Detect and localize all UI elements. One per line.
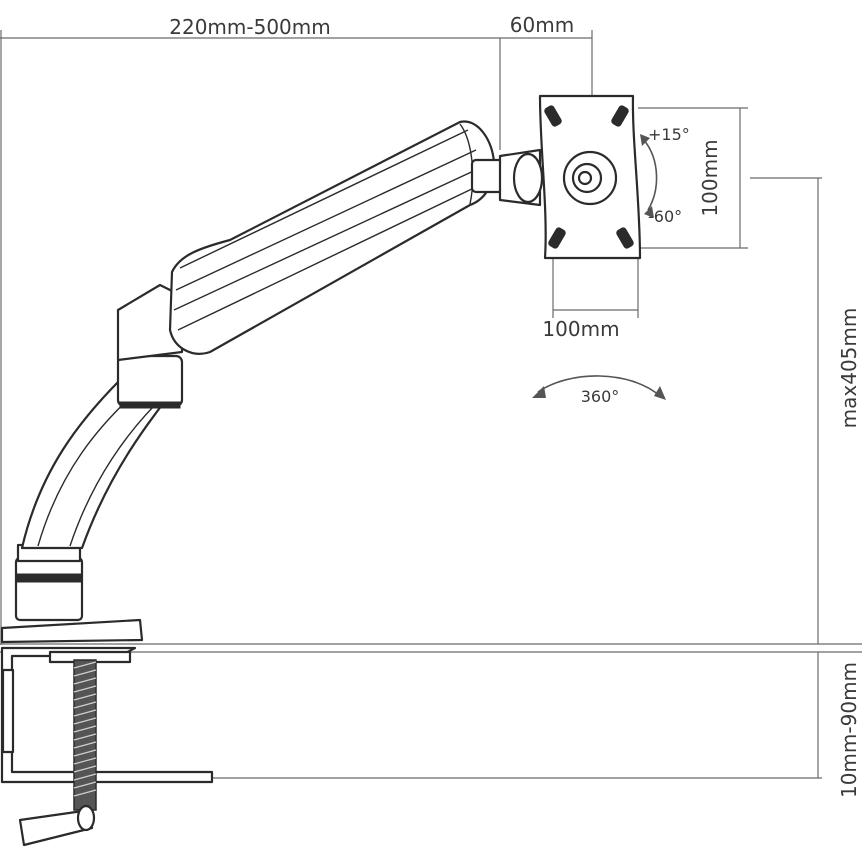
arm-end-cap [459,123,474,205]
clamp-side-plate [1,668,15,754]
arm-base [0,543,144,644]
max-height-label: max405mm [837,308,861,429]
arm-line-1 [179,129,469,269]
tilt-knuckle [512,152,544,204]
gas-spring-arm [168,120,496,355]
offset-label: 60mm [510,13,574,37]
screw-thread [73,661,97,797]
rotation-label: 360° [581,387,620,406]
rotation-arrow-head-left [532,386,546,398]
rotation-arrow-head-right [654,386,666,400]
vesa-hub-inner [577,170,593,186]
arm-line-4 [177,185,479,331]
elbow-joint [116,354,184,408]
desk-clamp [0,646,214,847]
clamp-frame [0,646,214,784]
tilt-arrow [643,139,658,211]
rotation-arrow [537,375,661,397]
reach-label: 220mm-500mm [169,15,331,39]
base-column [14,556,84,622]
arm-line-2 [175,149,477,291]
arm-line-3 [173,167,481,311]
clamp-handle [18,808,94,847]
monitor-arm [0,94,666,847]
tilt-head [470,148,544,207]
elbow-ring [119,401,181,409]
vesa-slot-1 [544,105,562,127]
clamp-knob [76,804,96,832]
vesa-width-label: 100mm [542,317,619,341]
tilt-arrow-head-bottom [644,206,654,218]
lower-arm [20,354,184,550]
vesa-slot-2 [611,105,629,127]
base-ring [15,573,83,583]
base-plate [0,618,144,644]
tilt-arrow-head-top [640,134,650,146]
clamp-range-label: 10mm-90mm [837,662,861,798]
vesa-plate [538,94,642,260]
tilt-up-label: +15° [648,125,690,144]
vesa-height-label: 100mm [698,139,722,216]
vesa-slot-3 [548,227,566,249]
vesa-slot-4 [616,227,634,249]
tilt-down-label: -60° [648,207,682,226]
upper-arm [116,120,496,362]
dimension-lines [0,30,862,779]
